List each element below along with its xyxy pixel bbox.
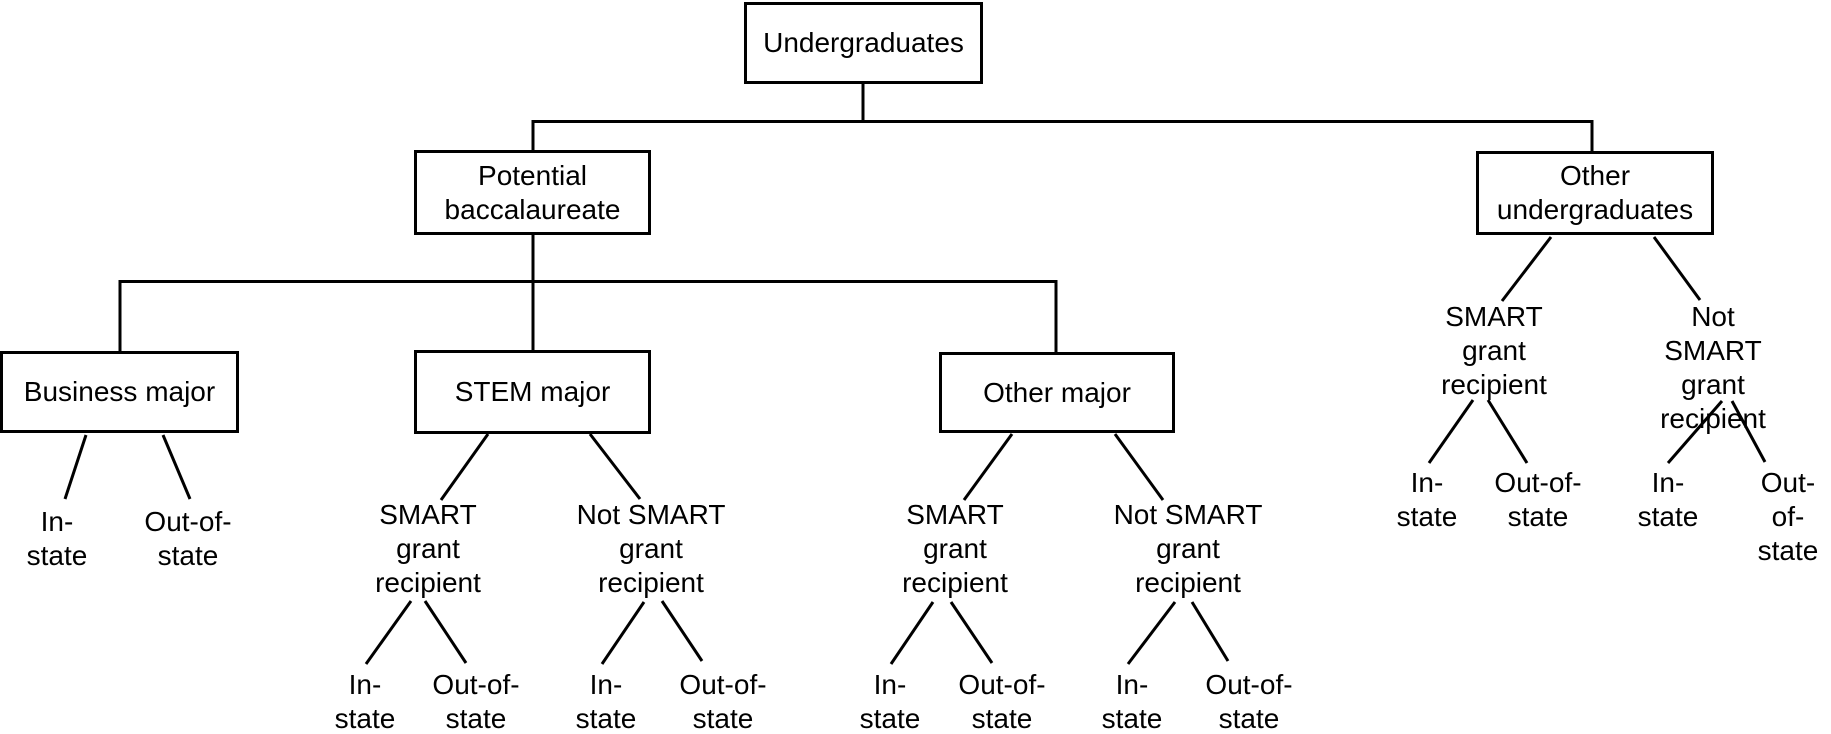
edge-stem-notsmart-out [660,600,704,662]
edge-othermajor-notsmart [1113,433,1165,501]
leaf-stem-notsmart-out-of-state: Out-of- state [679,669,767,734]
node-potential-baccalaureate: Potential baccalaureate [414,150,651,235]
leaf-otherug-smart-in-state: In- state [1396,467,1458,532]
edge-othermajor-smart [962,433,1014,501]
leaf-othermajor-smart-in-state: In- state [859,669,921,734]
leaf-othermajor-notsmart-in-state: In- state [1101,669,1163,734]
leaf-othermajor-notsmart-out-of-state: Out-of- state [1205,669,1293,734]
edge-stem-notsmart [588,433,642,500]
edge-stem-smart [439,433,490,501]
edge-otherug-notsmart [1652,236,1702,301]
edge-otherug-smart-out [1486,399,1529,464]
node-otherug-not-smart-recipient: Not SMART grant recipient [1660,301,1766,434]
edge-othermajor-notsmart-in [1126,601,1177,665]
edge-stem-notsmart-in [600,601,646,665]
node-stem-smart-recipient: SMART grant recipient [375,499,481,598]
node-business-major: Business major [0,351,239,433]
leaf-othermajor-smart-out-of-state: Out-of- state [958,669,1046,734]
edge-stem-smart-in [364,600,413,665]
leaf-otherug-smart-out-of-state: Out-of- state [1494,467,1582,532]
edge-otherug-notsmart-out [1730,400,1767,463]
edge-business-in [63,434,88,500]
node-other-undergraduates: Other undergraduates [1476,151,1714,235]
edge-othermajor-smart-out [949,601,994,664]
leaf-stem-smart-in-state: In- state [334,669,396,734]
node-othermajor-not-smart-recipient: Not SMART grant recipient [1113,499,1263,598]
node-other-major: Other major [939,352,1175,433]
edge-othermajor-smart-in [889,601,935,665]
leaf-stem-smart-out-of-state: Out-of- state [432,669,520,734]
edge-stem-smart-out [423,600,468,664]
leaf-otherug-notsmart-out-of-state: Out-of- state [1757,467,1819,566]
leaf-stem-notsmart-in-state: In- state [575,669,637,734]
node-undergraduates: Undergraduates [744,2,983,84]
leaf-business-in-state: In- state [26,506,88,571]
edge-business-out [161,434,192,500]
node-othermajor-smart-recipient: SMART grant recipient [902,499,1008,598]
node-otherug-smart-recipient: SMART grant recipient [1441,301,1547,400]
edge-otherug-smart [1500,236,1553,302]
edge-otherug-smart-in [1427,399,1475,464]
edge-othermajor-notsmart-out [1190,601,1230,662]
leaf-otherug-notsmart-in-state: In- state [1637,467,1699,532]
edge-otherug-notsmart-in [1666,400,1724,464]
node-stem-not-smart-recipient: Not SMART grant recipient [576,499,726,598]
leaf-business-out-of-state: Out-of- state [144,506,232,571]
node-stem-major: STEM major [414,350,651,434]
